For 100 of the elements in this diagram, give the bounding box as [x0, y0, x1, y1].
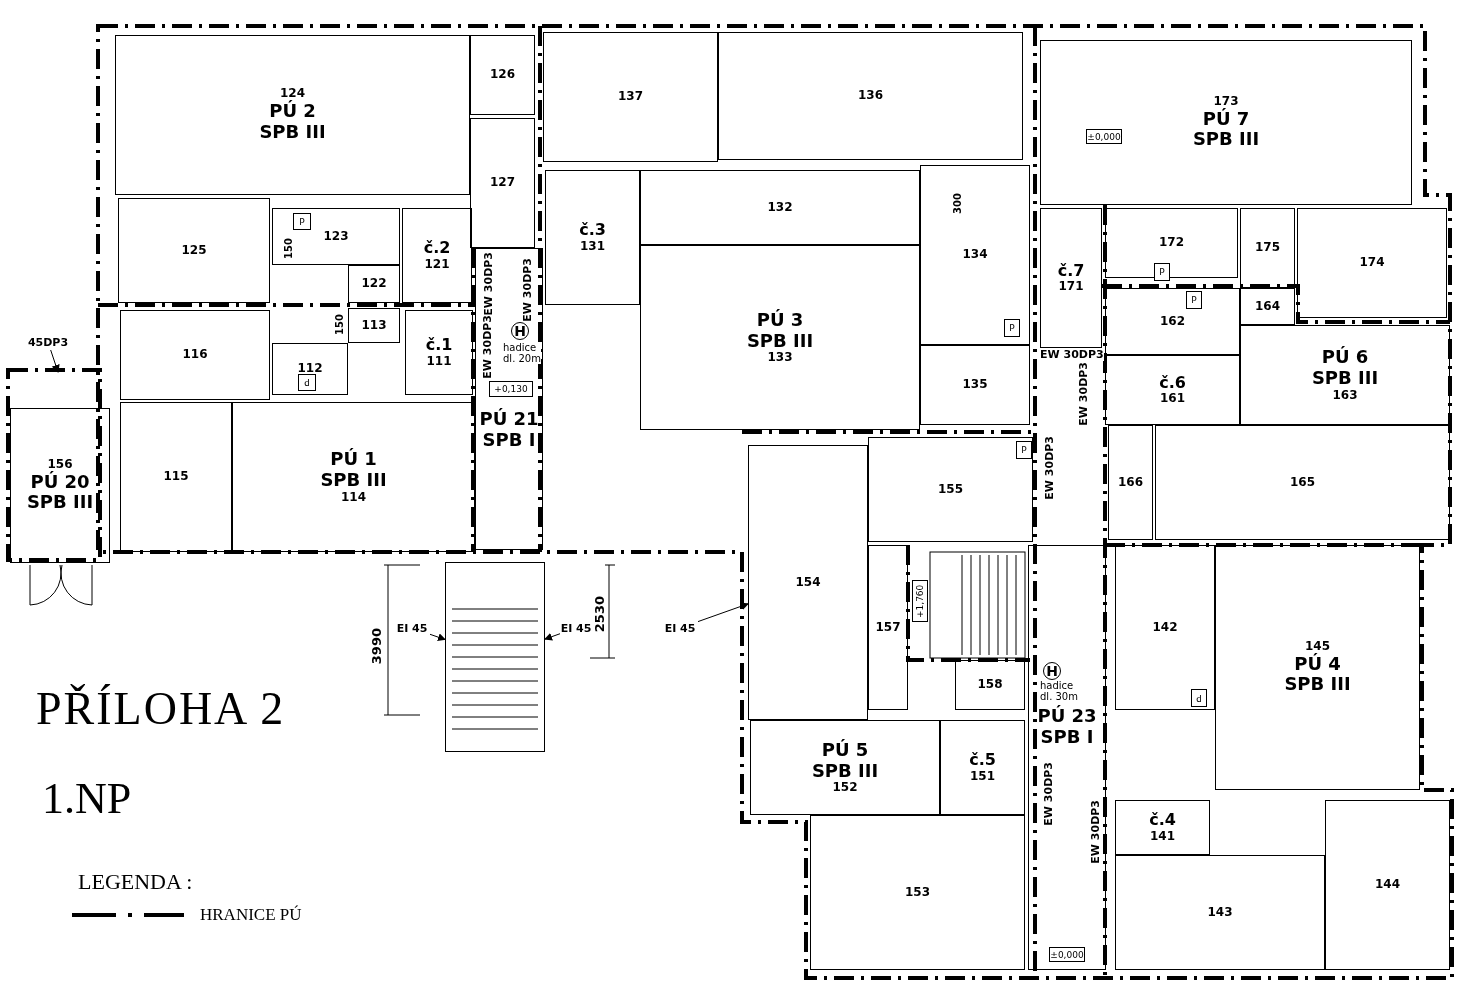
- level-mark-box: +0,130: [489, 381, 533, 397]
- room-outline: [470, 35, 535, 115]
- corridor-label: č.2: [423, 239, 451, 258]
- fire-compartment-label: SPB III: [811, 760, 879, 782]
- title: PŘÍLOHA 2: [36, 682, 286, 735]
- room-number: 156: [47, 457, 73, 471]
- room-number: 126: [489, 68, 516, 82]
- hose-note: hadice dl. 30m: [1040, 680, 1078, 702]
- room-number: 163: [1332, 388, 1358, 403]
- fire-compartment-label: PÚ 1: [330, 449, 377, 471]
- room-number: 115: [163, 470, 189, 484]
- room-outline: [810, 815, 1025, 970]
- corridor-label: č.6: [1159, 373, 1186, 393]
- room-outline: [1215, 545, 1420, 790]
- leader-line: [544, 632, 561, 641]
- room-outline: [1108, 425, 1153, 540]
- room-outline: [955, 660, 1025, 710]
- room-outline: [718, 32, 1023, 160]
- corridor-label: č.3: [579, 221, 606, 240]
- room-number: 125: [181, 243, 207, 258]
- room-number: 164: [1254, 299, 1281, 314]
- room-outline: [1240, 208, 1295, 288]
- fire-compartment-label: PÚ 2: [269, 101, 316, 122]
- room-number: 134: [962, 248, 988, 262]
- room-number: 154: [795, 575, 821, 590]
- room-number: 127: [489, 176, 516, 190]
- room-number: 131: [579, 239, 606, 254]
- level-mark-box: ±0,000: [1049, 947, 1085, 962]
- room-number: 172: [1158, 236, 1185, 250]
- corridor-label: č.5: [969, 751, 996, 770]
- level-mark-box: P: [1186, 291, 1202, 309]
- room-outline: [1115, 800, 1210, 855]
- fire-compartment-label: SPB I: [1040, 726, 1094, 748]
- room-outline: [1105, 208, 1238, 278]
- fire-compartment-label: PÚ 6: [1321, 347, 1369, 369]
- room-number: 111: [426, 354, 452, 369]
- room-outline: [475, 248, 543, 550]
- room-outline: [1040, 40, 1412, 205]
- room-number: 173: [1213, 94, 1239, 108]
- room-outline: [1297, 208, 1447, 318]
- room-number: 122: [361, 277, 387, 291]
- room-outline: [470, 118, 535, 248]
- room-outline: [118, 198, 270, 303]
- hydrant-letter: H: [511, 322, 529, 340]
- room-outline: [543, 32, 718, 162]
- room-number: 157: [875, 620, 901, 635]
- room-number: 136: [857, 89, 884, 103]
- room-number: 144: [1374, 878, 1401, 892]
- room-number: 112: [297, 362, 323, 376]
- room-number: 158: [977, 678, 1003, 692]
- room-number: 133: [767, 351, 793, 366]
- leader-line: [697, 602, 749, 623]
- leader-line: [429, 633, 446, 641]
- fire-compartment-label: SPB III: [746, 330, 814, 352]
- corridor-label: č.1: [425, 336, 453, 355]
- room-outline: [115, 35, 470, 195]
- room-outline: [920, 165, 1030, 345]
- level-mark-box: P: [1004, 319, 1020, 337]
- room-number: 151: [969, 769, 996, 784]
- room-outline: [120, 310, 270, 400]
- fire-compartment-label: SPB III: [259, 121, 326, 143]
- level-mark-box: P: [1154, 263, 1170, 281]
- room-outline: [402, 208, 472, 303]
- fire-compartment-label: PÚ 21: [479, 409, 539, 430]
- room-outline: [10, 408, 110, 563]
- room-outline: [348, 308, 400, 343]
- room-outline: [1155, 425, 1450, 540]
- room-number: 137: [617, 90, 644, 104]
- fire-rating-label: EI 45: [394, 620, 430, 636]
- fire-compartment-label: PÚ 20: [30, 471, 90, 493]
- dimension-text: 150: [334, 314, 345, 335]
- room-outline: [120, 402, 232, 552]
- room-outline: [272, 343, 348, 395]
- room-outline: [748, 445, 868, 720]
- fire-compartment-label: PÚ 7: [1202, 108, 1250, 130]
- room-outline: [640, 170, 920, 245]
- fire-compartment-label: PÚ 3: [756, 309, 804, 331]
- fire-rating-label: EW 30DP3: [482, 315, 495, 379]
- corridor-label: č.4: [1149, 811, 1176, 830]
- room-outline: [1115, 545, 1215, 710]
- level-mark-box: +1,760: [912, 580, 928, 622]
- fire-rating-label: EW 30DP3: [1040, 349, 1104, 362]
- room-outline: [1040, 208, 1102, 348]
- room-number: 141: [1149, 829, 1176, 844]
- dimension-text: 150: [283, 238, 294, 259]
- room-number: 143: [1207, 905, 1233, 920]
- staircase-drawing: [445, 562, 545, 752]
- room-number: 165: [1289, 475, 1316, 490]
- room-number: 142: [1152, 620, 1178, 635]
- leader-line: [50, 349, 60, 373]
- fire-compartment-label: SPB III: [1192, 129, 1260, 151]
- level-mark-box: P: [298, 374, 316, 391]
- room-number: 174: [1359, 256, 1385, 270]
- room-outline: [1115, 855, 1325, 970]
- hose-note: hadice dl. 20m: [503, 342, 541, 364]
- room-number: 166: [1117, 475, 1144, 490]
- level-mark-box: P: [293, 213, 311, 230]
- room-number: 123: [323, 229, 349, 244]
- dimension-text: 300: [952, 193, 963, 214]
- fire-compartment-label: SPB III: [1311, 368, 1379, 389]
